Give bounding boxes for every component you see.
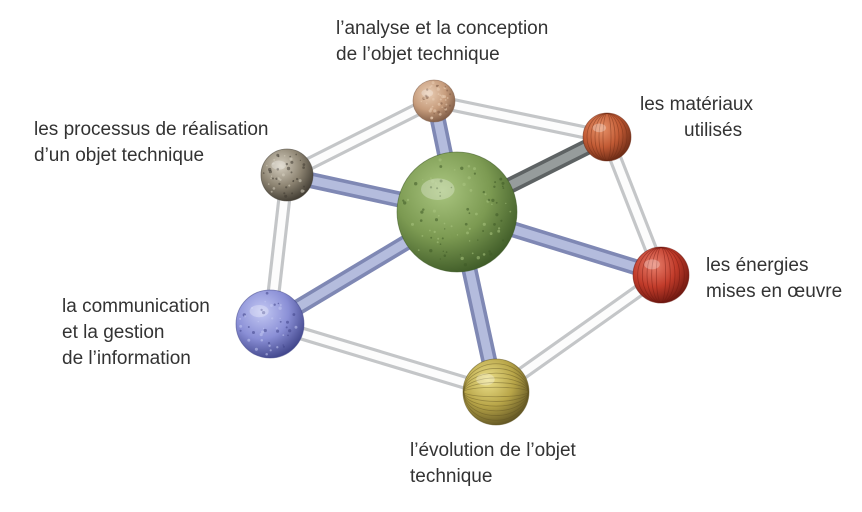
label-processes: les processus de réalisation d’un objet … bbox=[34, 117, 268, 169]
label-communication-line-1: la communication bbox=[62, 296, 210, 317]
label-energy-line-2: mises en œuvre bbox=[706, 281, 843, 302]
sphere-center bbox=[396, 151, 518, 273]
label-analysis: l’analyse et la conception de l’objet te… bbox=[336, 16, 548, 68]
label-communication-line-3: de l’information bbox=[62, 348, 191, 369]
label-evolution-line-1: l’évolution de l’objet bbox=[410, 440, 576, 461]
label-analysis-line-1: l’analyse et la conception bbox=[336, 18, 549, 39]
sphere-nodes bbox=[235, 79, 690, 426]
label-analysis-line-2: de l’objet technique bbox=[336, 44, 500, 65]
sphere-materials bbox=[582, 112, 632, 162]
sphere-processes bbox=[260, 148, 314, 202]
label-evolution: l’évolution de l’objet technique bbox=[410, 438, 576, 490]
label-energy-line-1: les énergies bbox=[706, 255, 809, 276]
sphere-communication bbox=[235, 289, 305, 359]
label-energy: les énergies mises en œuvre bbox=[706, 253, 842, 305]
label-materials-line-1: les matériaux bbox=[640, 94, 753, 115]
label-processes-line-1: les processus de réalisation bbox=[34, 119, 269, 140]
label-communication-line-2: et la gestion bbox=[62, 322, 165, 343]
label-materials-line-2: utilisés bbox=[684, 120, 743, 141]
label-communication: la communication et la gestion de l’info… bbox=[62, 294, 210, 372]
sphere-evolution bbox=[462, 358, 530, 426]
label-processes-line-2: d’un objet technique bbox=[34, 145, 205, 166]
label-evolution-line-2: technique bbox=[410, 466, 493, 487]
sphere-energy bbox=[632, 246, 690, 304]
rod-evolution-communication bbox=[267, 317, 499, 399]
rod-processes-analysis bbox=[283, 94, 438, 182]
label-materials: les matériaux utilisés bbox=[640, 92, 753, 144]
sphere-analysis bbox=[412, 79, 456, 123]
rod-analysis-materials bbox=[432, 94, 609, 144]
rod-energy-evolution bbox=[491, 269, 666, 398]
